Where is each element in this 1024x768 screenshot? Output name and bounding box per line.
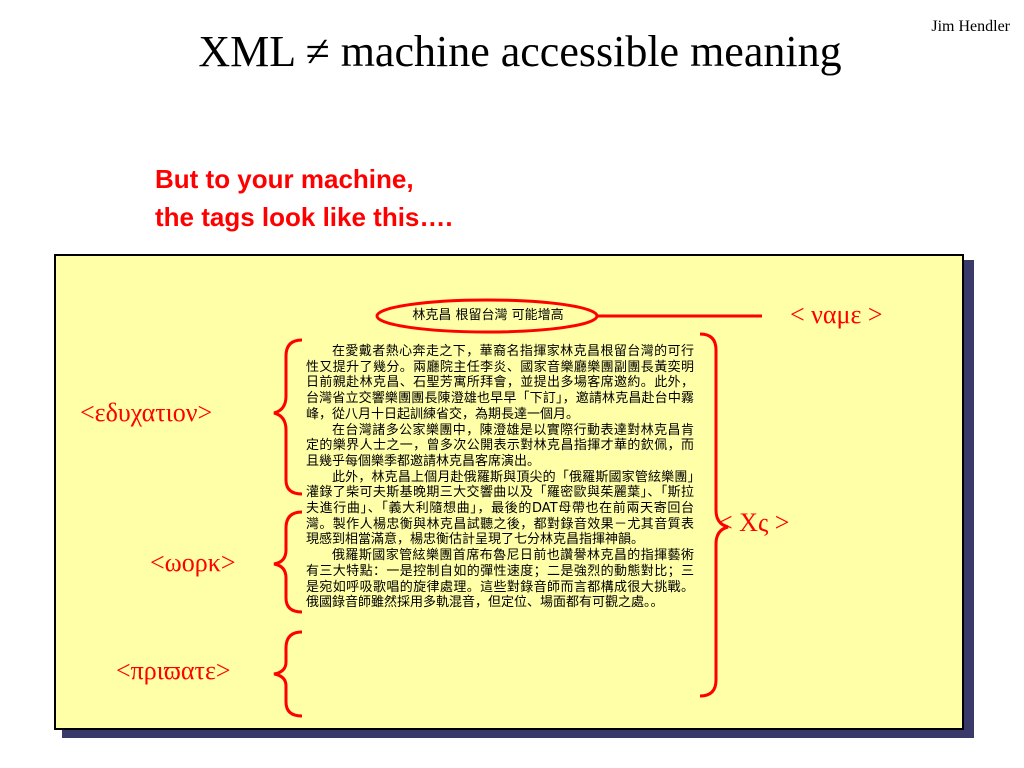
subtitle-line-1: But to your machine,: [155, 164, 414, 194]
author-name: Jim Hendler: [931, 18, 1010, 35]
tag-education: <εδυχατιον>: [80, 398, 213, 427]
subtitle-line-2: the tags look like this….: [155, 202, 453, 232]
education-brace: [273, 338, 303, 496]
paragraph-3: 此外，林克昌上個月赴俄羅斯與頂尖的「俄羅斯國家管絃樂團」灌錄了柴可夫斯基晚期三大…: [306, 469, 694, 548]
private-brace: [273, 630, 303, 718]
slide-subtitle: But to your machine, the tags look like …: [155, 160, 453, 236]
paragraph-2: 在台灣諸多公家樂團中，陳澄雄是以實際行動表達對林克昌肯定的樂界人士之一，曾多次公…: [306, 422, 694, 469]
xs-brace: [699, 332, 729, 698]
tag-work: <ωορκ>: [150, 548, 236, 577]
tag-name: < ναμε >: [790, 300, 883, 329]
name-ellipse: [375, 298, 599, 334]
paragraph-4: 俄羅斯國家管絃樂團首席布魯尼日前也讚譽林克昌的指揮藝術有三大特點：一是控制自如的…: [306, 548, 694, 611]
paragraph-1: 在愛戴者熱心奔走之下，華裔名指揮家林克昌根留台灣的可行性又提升了幾分。兩廳院主任…: [306, 344, 694, 422]
tag-xs: < Xς >: [718, 508, 790, 537]
slide-title: XML ≠ machine accessible meaning: [198, 27, 842, 76]
work-brace: [273, 510, 303, 614]
document-body: 在愛戴者熱心奔走之下，華裔名指揮家林克昌根留台灣的可行性又提升了幾分。兩廳院主任…: [306, 344, 694, 611]
tag-private: <πριϖατε>: [116, 656, 231, 685]
document-panel: [54, 254, 964, 730]
document-name-line: 林克昌 根留台灣 可能增高: [412, 308, 564, 323]
